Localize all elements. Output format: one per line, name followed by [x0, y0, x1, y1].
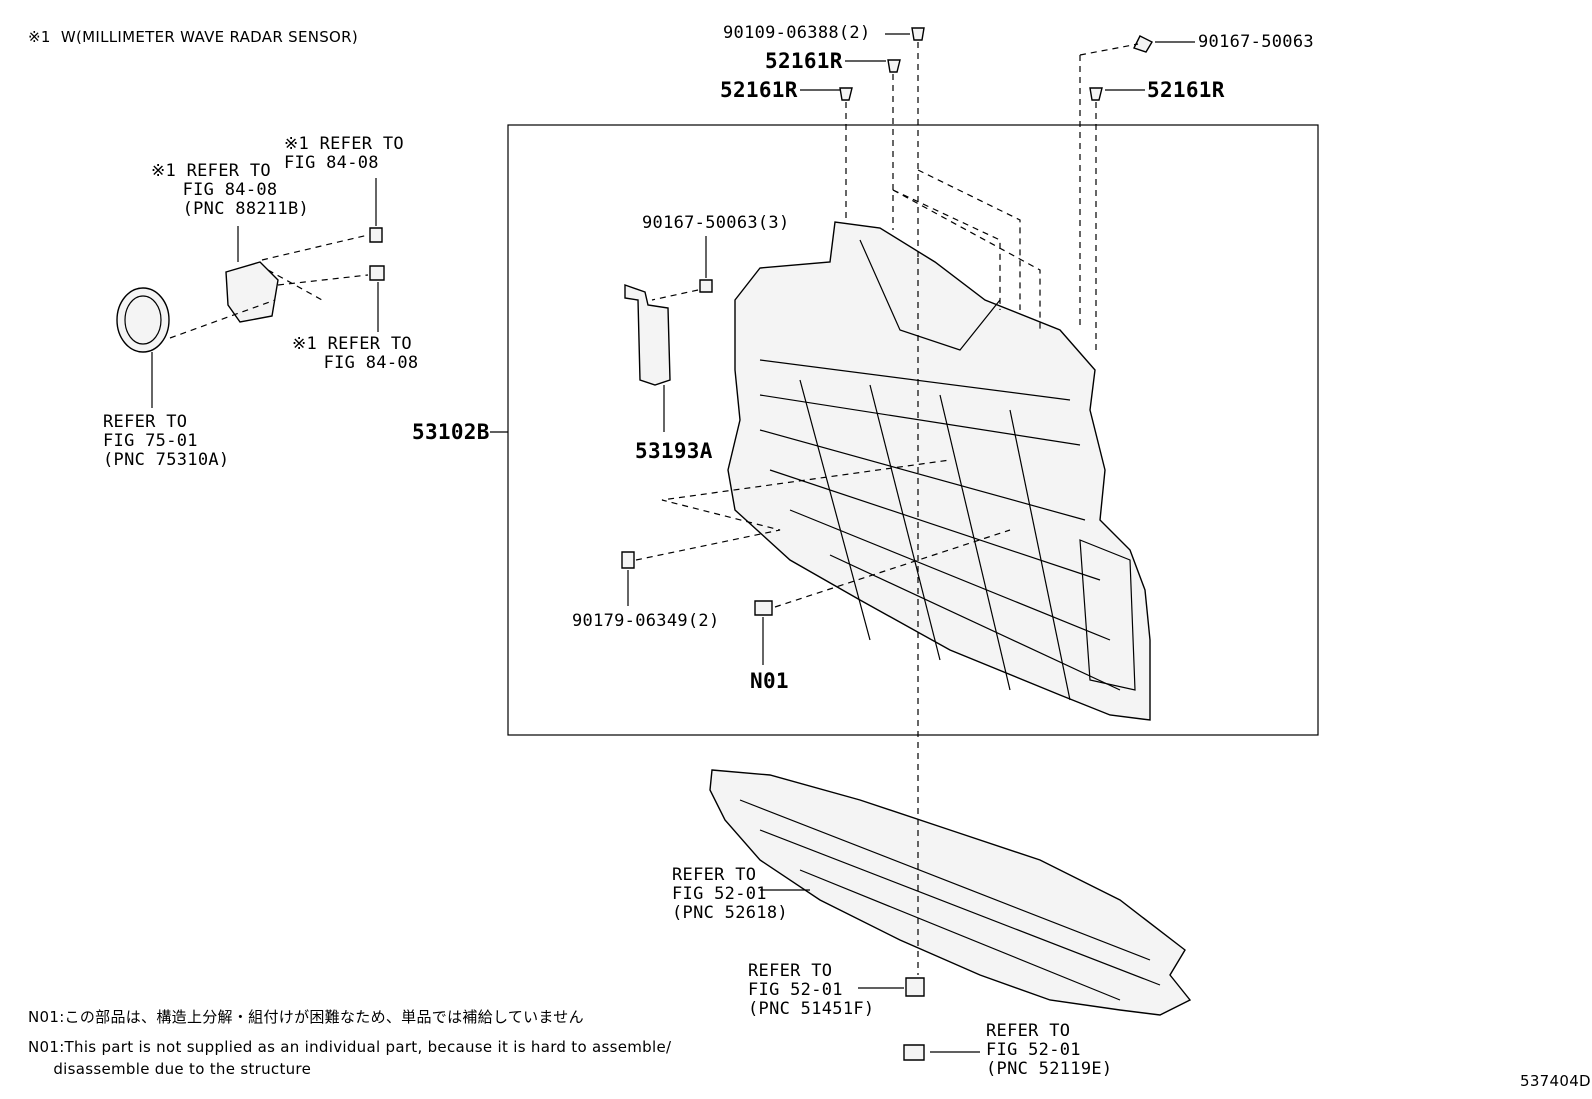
- under-cover-illustration: [709, 769, 1192, 1016]
- ref-under-cover: REFER TO FIG 52-01 (PNC 52618): [672, 865, 788, 923]
- note-n01-english-line1: N01:This part is not supplied as an indi…: [28, 1038, 672, 1056]
- ref-clip: REFER TO FIG 52-01 (PNC 51451F): [748, 961, 875, 1019]
- radar-sensor-illustration: [225, 261, 279, 323]
- ref-radar-sensor: ※1 REFER TO FIG 84-08 (PNC 88211B): [151, 161, 310, 219]
- ref-screw: REFER TO FIG 52-01 (PNC 52119E): [986, 1021, 1113, 1079]
- note-millimeter-wave: ※1 W(MILLIMETER WAVE RADAR SENSOR): [28, 28, 359, 46]
- callout-90167-50063: 90167-50063: [1198, 32, 1314, 52]
- ref-sensor-bolt-lower: ※1 REFER TO FIG 84-08: [292, 334, 419, 373]
- note-n01-japanese: N01:この部品は、構造上分解・組付けが困難なため、単品では補給していません: [28, 1008, 584, 1026]
- callout-53193a: 53193A: [635, 439, 713, 463]
- bracket-53193a-illustration: [624, 284, 671, 386]
- callout-52161r-a: 52161R: [765, 49, 843, 73]
- callout-52161r-c: 52161R: [1147, 78, 1225, 102]
- callout-90109-06388: 90109-06388(2): [723, 23, 871, 43]
- ref-sensor-bolt-upper: ※1 REFER TO FIG 84-08: [284, 134, 404, 173]
- leader-lines: [151, 33, 1195, 1053]
- assembly-dashed-lines: [169, 42, 1139, 975]
- callout-90167-50063-3: 90167-50063(3): [642, 213, 790, 233]
- callout-53102b: 53102B: [412, 420, 490, 444]
- assembly-frame: [507, 124, 1319, 736]
- radiator-grille-illustration: [727, 221, 1151, 721]
- fastener-icons: [369, 27, 1153, 1061]
- callout-52161r-b: 52161R: [720, 78, 798, 102]
- ref-sensor-cover: REFER TO FIG 75-01 (PNC 75310A): [103, 412, 230, 470]
- figure-id: 537404D: [1520, 1072, 1591, 1090]
- note-n01-english-line2: disassemble due to the structure: [28, 1060, 312, 1078]
- callout-n01: N01: [750, 669, 789, 693]
- callout-90179-06349: 90179-06349(2): [572, 611, 720, 631]
